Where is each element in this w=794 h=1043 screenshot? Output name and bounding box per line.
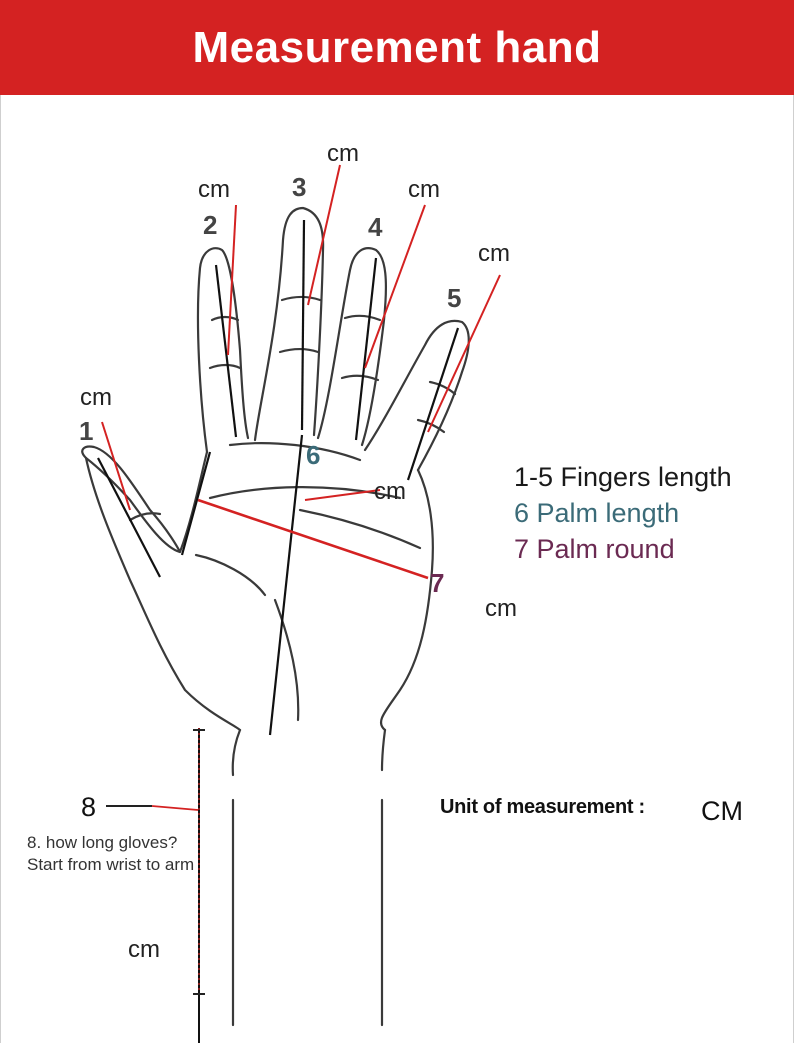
cm-label-finger-5: cm: [478, 240, 510, 267]
finger-number-1: 1: [79, 416, 94, 446]
legend-fingers-length: 1-5 Fingers length: [514, 462, 732, 492]
page-title: Measurement hand: [192, 22, 602, 72]
finger-number-4: 4: [368, 212, 383, 242]
leader-5: [427, 274, 501, 433]
finger-measure-lines: [97, 219, 460, 736]
finger-3-line: [300, 219, 306, 431]
leader-1: [101, 421, 131, 511]
finger-4-line: [354, 257, 378, 441]
glove-note-line-2: Start from wrist to arm: [27, 855, 195, 874]
finger-number-2: 2: [203, 210, 218, 240]
cm-label-glove-length: cm: [128, 936, 160, 963]
palm-length-number: 6: [306, 440, 321, 470]
title-banner: Measurement hand: [0, 0, 794, 95]
leader-4: [364, 204, 426, 369]
leader-6: [304, 489, 381, 501]
glove-length-measure: [106, 728, 205, 1043]
finger-2-line: [214, 264, 238, 438]
finger-5-line: [406, 327, 460, 481]
unit-of-measurement-value: CM: [701, 796, 743, 826]
cm-label-finger-4: cm: [408, 176, 440, 203]
leader-2: [227, 204, 237, 356]
palm-round-number: 7: [430, 568, 445, 598]
finger-1-line: [97, 457, 161, 578]
cm-label-finger-3: cm: [327, 140, 359, 167]
cm-leader-lines: [101, 164, 501, 580]
palm-round-line: [197, 498, 429, 580]
glove-number: 8: [81, 792, 97, 822]
finger-number-3: 3: [292, 172, 307, 202]
hand-outline: [81, 206, 470, 1027]
palm-length-line: [268, 434, 304, 736]
legend-palm-length: 6 Palm length: [514, 498, 680, 528]
frame-border-left: [0, 95, 1, 1043]
leader-3: [307, 164, 341, 306]
glove-pointer-red: [151, 805, 199, 811]
thumb-base-line: [180, 451, 212, 556]
cm-label-palm-round: cm: [485, 595, 517, 622]
unit-of-measurement-label: Unit of measurement :: [440, 796, 645, 818]
cm-label-finger-2: cm: [198, 176, 230, 203]
glove-note-line-1: 8. how long gloves?: [27, 833, 178, 852]
cm-label-finger-1: cm: [80, 384, 112, 411]
finger-number-5: 5: [447, 283, 462, 313]
cm-label-palm-length: cm: [374, 478, 406, 505]
legend-palm-round: 7 Palm round: [514, 534, 675, 564]
